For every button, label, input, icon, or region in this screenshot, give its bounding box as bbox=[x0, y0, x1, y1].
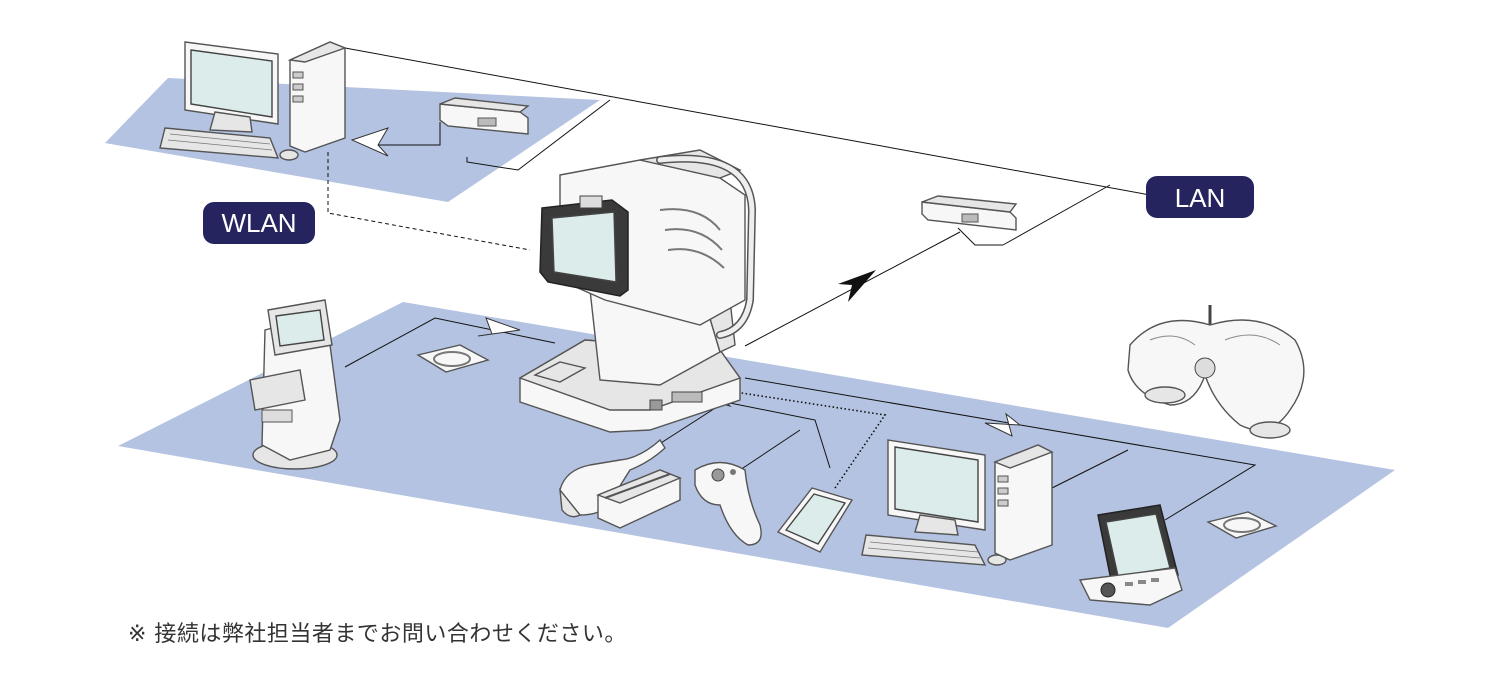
tablet-icon bbox=[776, 487, 854, 553]
network-router-icon-center bbox=[921, 195, 1018, 231]
wlan-badge: WLAN bbox=[203, 202, 315, 244]
connection-lines bbox=[327, 47, 1257, 521]
card-reader-icon bbox=[596, 469, 682, 529]
auto-refractometer-icon bbox=[518, 149, 757, 433]
network-router-icon bbox=[439, 97, 530, 135]
wlan-label: WLAN bbox=[221, 208, 296, 238]
remote-controller-icon bbox=[694, 461, 762, 546]
phoropter-icon bbox=[1127, 305, 1305, 439]
lan-label: LAN bbox=[1175, 183, 1226, 213]
lensmeter-icon bbox=[249, 299, 341, 470]
desktop-computer-icon bbox=[159, 41, 347, 161]
memory-card-icon bbox=[416, 344, 490, 373]
lan-badge: LAN bbox=[1146, 176, 1254, 218]
arrow-lensmeter-loop bbox=[477, 317, 521, 337]
refraction-console-icon bbox=[1078, 504, 1183, 606]
contact-footnote: ※ 接続は弊社担当者までお問い合わせください。 bbox=[128, 622, 627, 647]
memory-card-icon-right bbox=[1206, 511, 1278, 539]
arrow-right-loop bbox=[984, 412, 1022, 437]
lower-floor-plane bbox=[118, 302, 1395, 628]
arrow-to-upper-pc bbox=[350, 127, 390, 157]
arrow-to-lan bbox=[838, 270, 876, 302]
desktop-computer-icon-lower bbox=[861, 439, 1054, 566]
